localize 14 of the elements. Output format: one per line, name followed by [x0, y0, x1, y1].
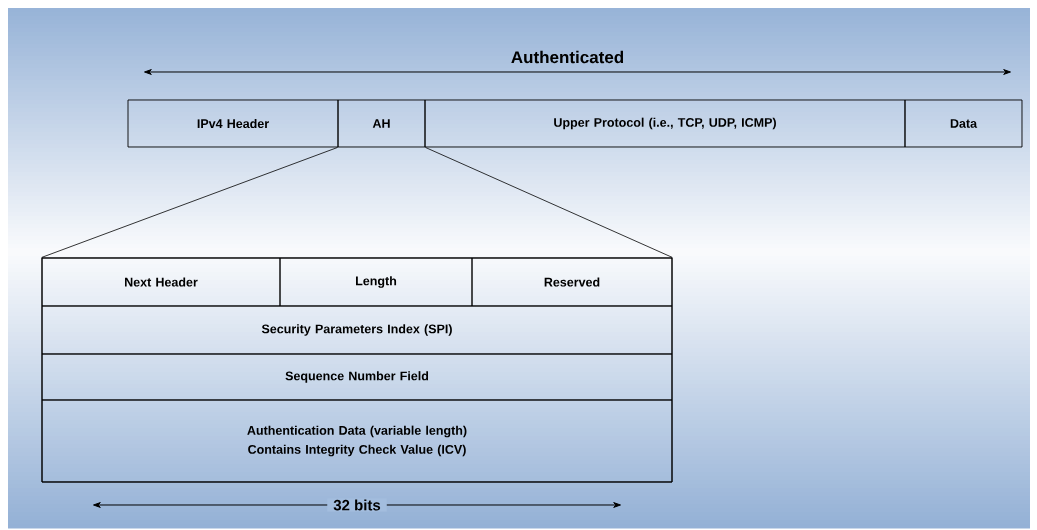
- field-cell: Upper Protocol (i.e., TCP, UDP, ICMP): [424, 99, 906, 148]
- field-cell: Sequence Number Field: [41, 353, 673, 401]
- dimension-label: 32 bits: [327, 498, 387, 512]
- field-cell: Authentication Data (variable length) Contains Integrity Check Value (ICV): [41, 399, 673, 483]
- leader-line: [41, 147, 338, 258]
- field-cell: AH: [337, 99, 426, 148]
- dimension-label: Authenticated: [511, 50, 624, 64]
- field-cell: Length: [279, 257, 473, 307]
- field-cell: Next Header: [41, 257, 281, 307]
- field-cell: IPv4 Header: [127, 99, 339, 148]
- field-cell: Reserved: [471, 257, 673, 307]
- field-cell: Data: [904, 99, 1023, 148]
- leader-line: [425, 147, 673, 258]
- field-cell: Security Parameters Index (SPI): [41, 305, 673, 355]
